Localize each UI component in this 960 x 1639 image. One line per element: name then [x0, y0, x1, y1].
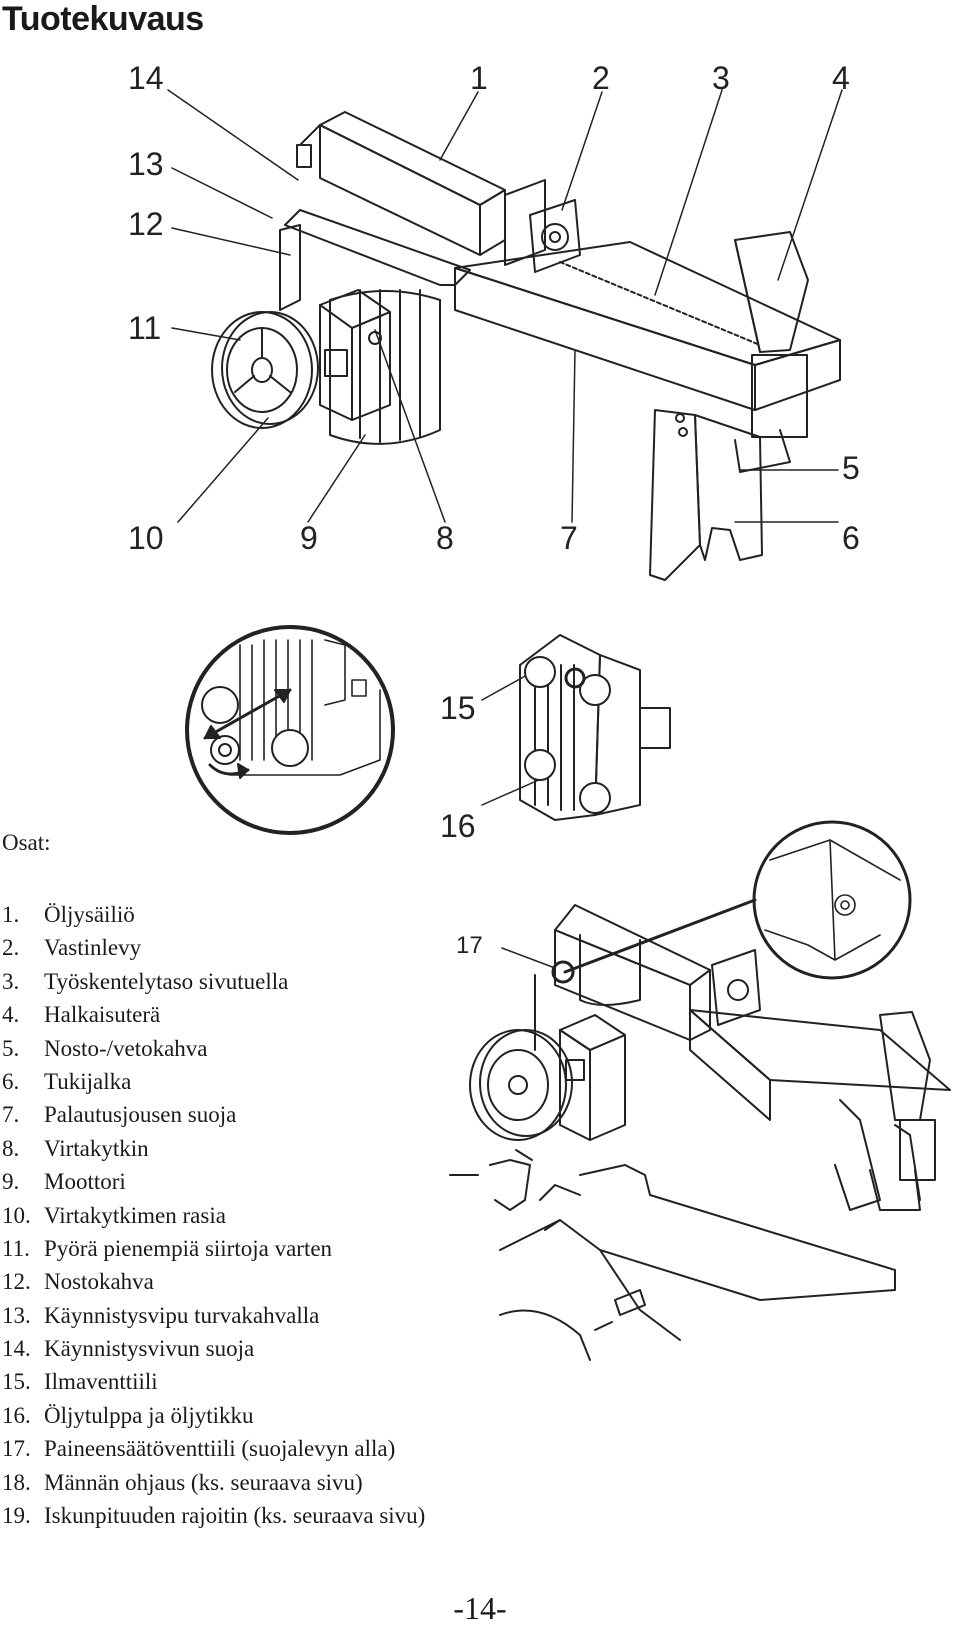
switch-box-drawing [319, 289, 391, 421]
parts-list-item-number: 8. [2, 1135, 20, 1161]
parts-list-item-number: 13. [2, 1302, 31, 1328]
page-title: Tuotekuvaus [2, 0, 204, 38]
callout-16: 16 [440, 808, 476, 844]
callout-12: 12 [128, 206, 164, 242]
page-number: -14- [453, 1590, 507, 1626]
parts-list-item-number: 6. [2, 1068, 20, 1094]
parts-list-item: 3. Työskentelytaso sivutuella [2, 965, 425, 998]
parts-list-item-number: 14. [2, 1336, 31, 1362]
beam-drawing [454, 241, 841, 411]
parts-list-item-number: 1. [2, 902, 20, 927]
counter-plate-drawing [504, 179, 581, 273]
callout-15: 15 [440, 690, 476, 726]
parts-list-item-number: 11. [2, 1235, 30, 1261]
parts-list-item-label: Moottori [44, 1169, 126, 1195]
parts-list-item-label: Öljysäiliö [44, 902, 135, 927]
support-leg-drawing [649, 409, 763, 581]
parts-list-item: 10. Virtakytkimen rasia [2, 1199, 425, 1232]
parts-list-item-number: 18. [2, 1469, 31, 1495]
parts-list-item-number: 3. [2, 968, 20, 994]
parts-list-item-label: Nostokahva [44, 1269, 154, 1295]
callout-13: 13 [128, 146, 164, 182]
parts-list: 1. Öljysäiliö 2. Vastinlevy 3. Työskentelytas… [2, 898, 425, 1532]
callout-4: 4 [832, 60, 850, 96]
parts-list-item-label: Pyörä pienempiä siirtoja varten [44, 1235, 333, 1261]
log-splitter-main-drawing [167, 89, 843, 581]
parts-list-item-number: 4. [2, 1002, 20, 1028]
callout-10: 10 [128, 520, 164, 556]
parts-list-item-number: 12. [2, 1269, 31, 1295]
parts-list-item: 18. Männän ohjaus (ks. seuraava sivu) [2, 1466, 425, 1499]
parts-list-item-label: Virtakytkin [44, 1135, 149, 1161]
parts-list-item-label: Käynnistysvivun suoja [44, 1336, 255, 1362]
wheel-drawing [211, 311, 319, 429]
parts-list-item: 4. Halkaisuterä [2, 998, 425, 1031]
callout-17: 17 [456, 932, 483, 959]
callout-11: 11 [128, 310, 162, 346]
parts-list-item-label: Nosto-/vetokahva [44, 1035, 208, 1061]
parts-list-item-number: 2. [2, 935, 20, 961]
parts-list-item-label: Työskentelytaso sivutuella [44, 968, 289, 994]
parts-list-item: 15. Ilmaventtiili [2, 1365, 425, 1398]
parts-list-item-label: Palautusjousen suoja [44, 1102, 237, 1128]
callout-2: 2 [592, 60, 610, 96]
parts-list-item-label: Halkaisuterä [44, 1002, 161, 1028]
parts-list-item: 16. Öljytulppa ja öljytikku [2, 1399, 425, 1432]
parts-list-item: 9. Moottori [2, 1165, 425, 1198]
parts-list-item: 19. Iskunpituuden rajoitin (ks. seuraava … [2, 1499, 425, 1532]
parts-list-item: 14. Käynnistysvivun suoja [2, 1332, 425, 1365]
parts-list-item-label: Paineensäätöventtiili (suojalevyn alla) [44, 1436, 396, 1462]
parts-list-item: 13. Käynnistysvipu turvakahvalla [2, 1299, 425, 1332]
callout-5: 5 [842, 450, 860, 486]
parts-list-item-label: Ilmaventtiili [44, 1369, 158, 1395]
parts-list-item-label: Käynnistysvipu turvakahvalla [44, 1302, 320, 1328]
callout-1: 1 [470, 60, 488, 96]
parts-list-item-number: 17. [2, 1436, 31, 1462]
parts-list-item-label: Tukijalka [44, 1068, 132, 1094]
parts-list-item-number: 7. [2, 1102, 20, 1128]
parts-list-item-number: 9. [2, 1169, 20, 1195]
callout-8: 8 [436, 520, 454, 556]
callout-3: 3 [712, 60, 730, 96]
parts-list-item-number: 19. [2, 1503, 31, 1529]
parts-list-item: 12. Nostokahva [2, 1265, 425, 1298]
parts-list-item-label: Virtakytkimen rasia [44, 1202, 226, 1228]
parts-list-item-label: Vastinlevy [44, 935, 142, 961]
parts-list-item: 7. Palautusjousen suoja [2, 1098, 425, 1131]
end-plate-drawing [751, 354, 808, 438]
parts-list-item-label: Iskunpituuden rajoitin (ks. seuraava siv… [44, 1503, 426, 1529]
wedge-blade-drawing [734, 231, 809, 353]
oil-tank-drawing [296, 111, 506, 256]
parts-list-item-label: Öljytulppa ja öljytikku [44, 1402, 254, 1428]
parts-list-item: 17. Paineensäätöventtiili (suojalevyn all… [2, 1432, 425, 1465]
parts-list-item-number: 15. [2, 1369, 31, 1395]
parts-list-item: 11. Pyörä pienempiä siirtoja varten [2, 1232, 425, 1265]
parts-list-item: 8. Virtakytkin [2, 1132, 425, 1165]
parts-list-item-label: Männän ohjaus (ks. seuraava sivu) [44, 1469, 363, 1495]
parts-list-heading: Osat: [2, 830, 51, 855]
tow-handle-drawing [734, 429, 791, 473]
parts-list-item-number: 16. [2, 1402, 31, 1428]
parts-list-item: 1. Öljysäiliö [2, 898, 425, 931]
parts-list-item-number: 10. [2, 1202, 31, 1228]
parts-list-item: 5. Nosto-/vetokahva [2, 1032, 425, 1065]
parts-list-item-number: 5. [2, 1035, 20, 1061]
parts-list-item: 2. Vastinlevy [2, 931, 425, 964]
callout-14: 14 [128, 60, 164, 96]
parts-list-item: 6. Tukijalka [2, 1065, 425, 1098]
callout-6: 6 [842, 520, 860, 556]
leader-lines-main [167, 89, 843, 523]
callout-9: 9 [300, 520, 318, 556]
callout-7: 7 [560, 520, 578, 556]
frame-body-drawing [279, 209, 471, 311]
